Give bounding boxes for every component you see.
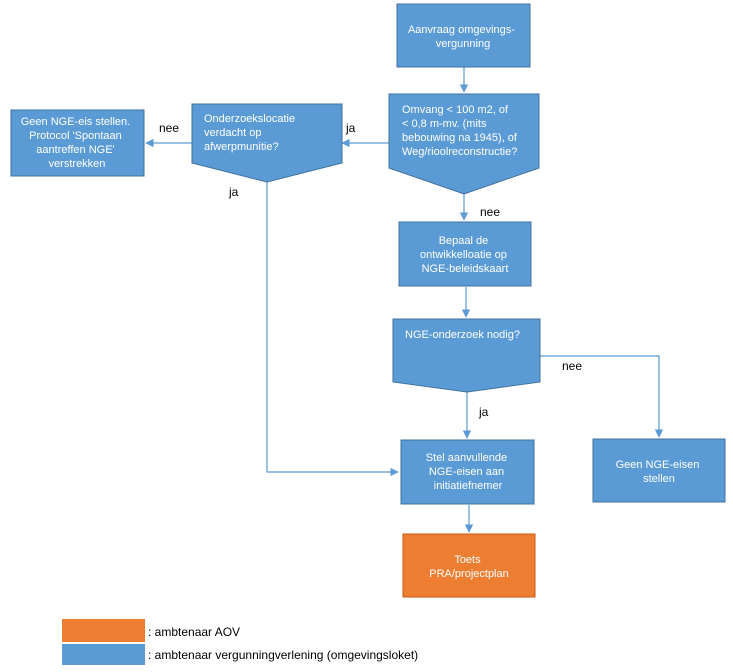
node-toets-text: Toets PRA/projectplan [429,554,509,580]
node-omvang: Omvang < 100 m2, of < 0,8 m-mv. (mits be… [388,93,540,195]
label-nee-onderzoekslocatie: nee [159,121,179,135]
node-onderzoek-nodig-text: NGE-onderzoek nodig? [405,329,520,341]
label-nee-onderzoek: nee [562,359,582,373]
label-ja-omvang: ja [345,121,356,135]
connectors [145,67,664,533]
node-bepaal-text: Bepaal de ontwikkelloatie op NGE-beleids… [420,235,510,275]
node-toets: Toets PRA/projectplan [402,533,536,598]
legend-swatch-aov [62,619,145,642]
legend-label-vergunning: : ambtenaar vergunningverlening (omgevin… [148,648,418,662]
node-aanvraag-text: Aanvraag omgevings- vergunning [408,24,518,50]
node-bepaal: Bepaal de ontwikkelloatie op NGE-beleids… [398,221,532,287]
node-aanvraag: Aanvraag omgevings- vergunning [396,3,531,68]
node-stel-aanvullende: Stel aanvullende NGE-eisen aan initiatie… [400,439,535,505]
legend-swatch-vergunning [62,644,145,665]
node-geen-nge-eisen-text: Geen NGE-eisen stellen [616,459,703,485]
label-ja-onderzoekslocatie: ja [228,185,239,199]
node-onderzoekslocatie: Onderzoekslocatie verdacht op afwerpmuni… [191,103,343,183]
edge-onderzoek-to-geen-eisen [540,355,664,438]
node-onderzoek-nodig: NGE-onderzoek nodig? [392,318,541,393]
node-geen-nge-protocol: Geen NGE-eis stellen. Protocol 'Spontaan… [10,109,145,177]
node-geen-nge-eisen: Geen NGE-eisen stellen [592,438,726,503]
legend-label-aov: : ambtenaar AOV [148,625,240,639]
label-nee-omvang: nee [480,205,500,219]
node-stel-aanvullende-text: Stel aanvullende NGE-eisen aan initiatie… [426,452,510,492]
legend: : ambtenaar AOV : ambtenaar vergunningve… [62,619,418,665]
node-omvang-text: Omvang < 100 m2, of < 0,8 m-mv. (mits be… [402,104,520,158]
node-geen-nge-protocol-text: Geen NGE-eis stellen. Protocol 'Spontaan… [21,116,134,170]
edge-labels: ja nee ja nee ja nee [159,121,582,419]
label-ja-onderzoek: ja [478,405,489,419]
edge-onderzoekslocatie-to-stel [266,182,399,477]
node-onderzoekslocatie-text: Onderzoekslocatie verdacht op afwerpmuni… [204,113,298,153]
